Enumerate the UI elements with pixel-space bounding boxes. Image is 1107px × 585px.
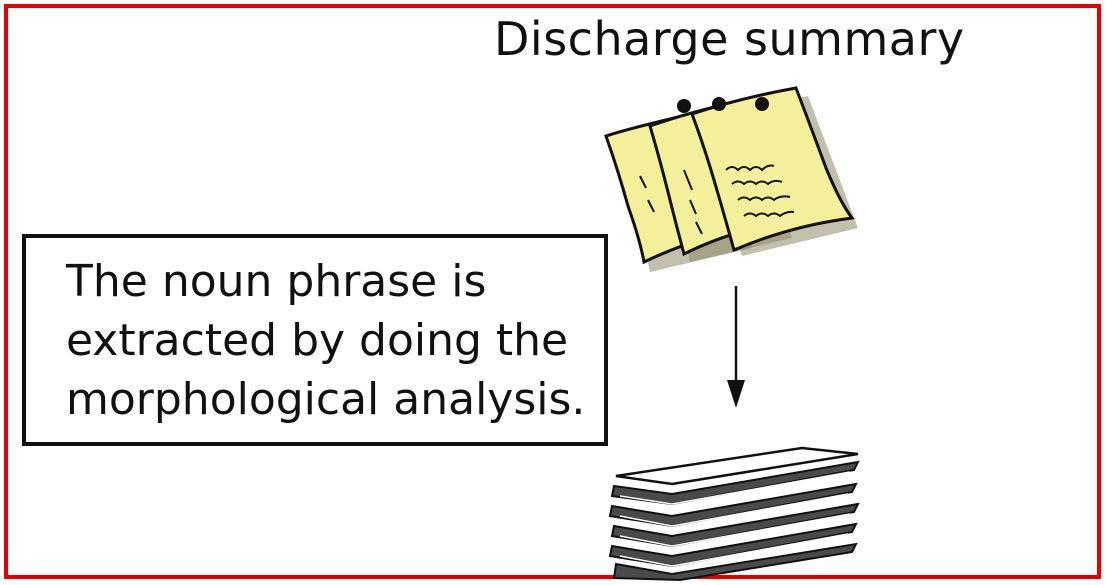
callout-text: The noun phrase is extracted by doing th… [66,252,606,429]
callout-box: The noun phrase is extracted by doing th… [22,234,608,446]
callout-line-1: The noun phrase is [66,256,487,307]
paper-stack-icon [608,446,860,582]
callout-line-3: morphological analysis. [66,374,586,425]
diagram-title: Discharge summary [494,12,965,66]
callout-line-2: extracted by doing the [66,315,569,366]
sticky-notes-icon [604,86,858,272]
flow-arrow [727,286,745,408]
